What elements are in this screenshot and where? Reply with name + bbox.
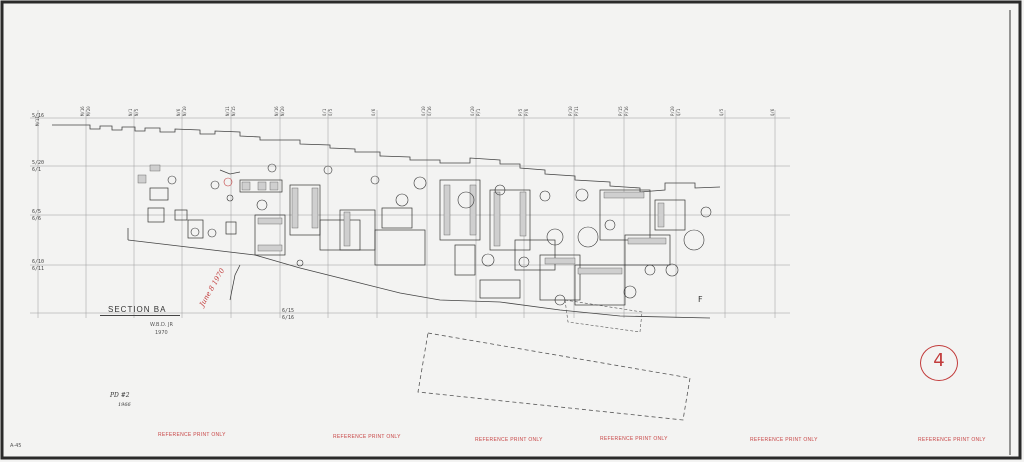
grid-col-label: P/6 xyxy=(524,108,529,116)
grid-col-label: M/16 xyxy=(80,106,85,116)
grid-col-label: P/10 xyxy=(568,106,573,116)
grid-row-label: 6/6 xyxy=(32,216,42,222)
grid-col-label: P/5 xyxy=(518,108,523,116)
reference-stamp: REFERENCE PRINT ONLY xyxy=(600,436,668,442)
sheet-id: A-45 xyxy=(10,443,22,449)
reference-stamp: REFERENCE PRINT ONLY xyxy=(333,434,401,440)
dashed-area xyxy=(417,332,691,421)
stone-rubble xyxy=(137,164,667,275)
grid-col-label: N/11 xyxy=(225,106,230,116)
grid-col-label: N/1 xyxy=(128,108,133,116)
grid-row-label: 5/16 xyxy=(32,113,45,119)
title-underline xyxy=(100,315,180,316)
drawn-by: W.B.D. JR xyxy=(150,322,173,328)
grid-row-label: 6/16 xyxy=(282,315,295,321)
drawing-year: 1970 xyxy=(155,330,168,336)
grid-row-label: 6/1 xyxy=(32,167,42,173)
pd-note: PD #2 xyxy=(110,392,130,399)
grid-col-label: Q/6 xyxy=(770,108,775,116)
grid-col-label: O/5 xyxy=(328,108,333,116)
grid-col-label: N/20 xyxy=(280,106,285,116)
grid-col-label: O/6 xyxy=(371,108,376,116)
reference-stamp: REFERENCE PRINT ONLY xyxy=(918,437,986,443)
site-boundary xyxy=(52,124,721,319)
reference-stamp: REFERENCE PRINT ONLY xyxy=(750,437,818,443)
grid-row-label: 5/20 xyxy=(32,160,45,166)
grid-col-label: N/6 xyxy=(176,108,181,116)
grid-col-label: N/16 xyxy=(274,106,279,116)
pits-and-features xyxy=(167,163,712,306)
reference-stamp: REFERENCE PRINT ONLY xyxy=(158,432,226,438)
section-title: SECTION BA xyxy=(108,305,167,314)
grid-lines xyxy=(30,110,790,318)
sheet-number-badge: 4 xyxy=(920,345,958,381)
wall-features xyxy=(147,179,686,306)
grid-col-label: O/20 xyxy=(470,106,475,116)
grid-col-label: N/10 xyxy=(182,106,187,116)
sheet-number: 4 xyxy=(933,350,945,371)
pd-year: 1966 xyxy=(118,402,131,408)
grid-row-label: 6/11 xyxy=(32,266,45,272)
grid-col-label: P/1 xyxy=(476,108,481,116)
grid-col-label: P/16 xyxy=(624,106,629,116)
grid-col-label: Q/1 xyxy=(676,108,681,116)
grid-col-label: Q/5 xyxy=(719,108,724,116)
grid-col-label: M/20 xyxy=(86,106,91,116)
grid-col-label: O/10 xyxy=(421,106,426,116)
grid-col-label: N/15 xyxy=(231,106,236,116)
dashed-area-small xyxy=(564,299,643,333)
grid-col-label: P/15 xyxy=(618,106,623,116)
grid-col-label: P/20 xyxy=(670,106,675,116)
grid-col-label: O/16 xyxy=(427,106,432,116)
grid-row-label: 6/5 xyxy=(32,209,42,215)
north-mark: F xyxy=(698,295,703,304)
grid-row-label: 6/10 xyxy=(32,259,45,265)
grid-col-label: N/5 xyxy=(134,108,139,116)
reference-stamp: REFERENCE PRINT ONLY xyxy=(475,437,543,443)
grid-col-label: O/1 xyxy=(322,108,327,116)
grid-row-label: 6/15 xyxy=(282,308,295,314)
grid-col-label: P/11 xyxy=(574,106,579,116)
